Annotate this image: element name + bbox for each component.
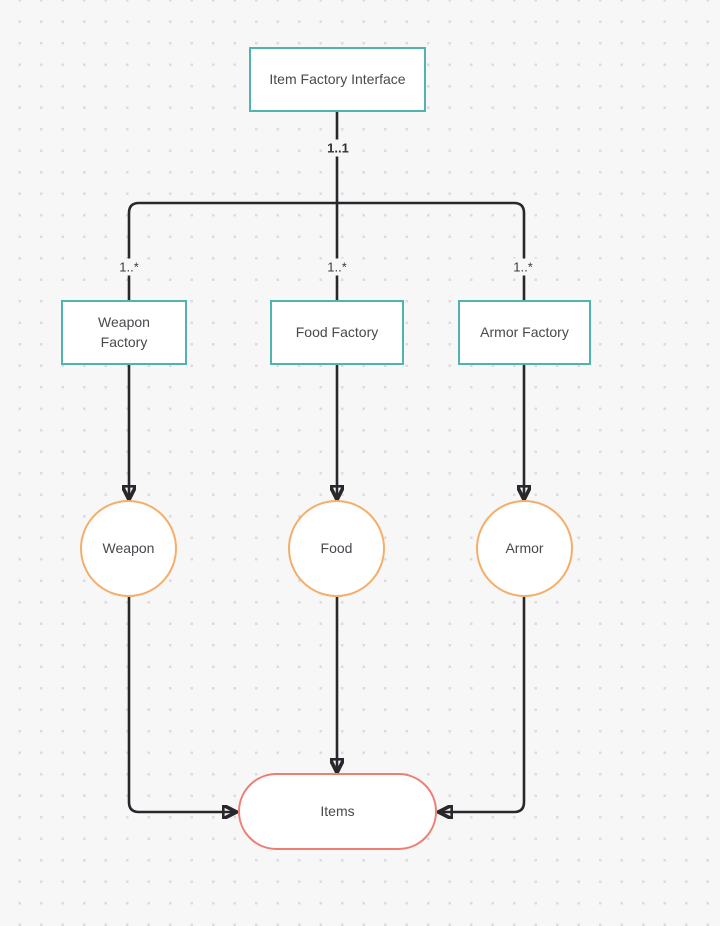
- node-food-factory-label: Food Factory: [295, 323, 379, 340]
- edge-label-armor-multiplicity: 1..*: [509, 258, 537, 276]
- node-weapon-label: Weapon: [102, 539, 155, 556]
- edge-armor-to-items: [441, 597, 526, 812]
- node-food-factory[interactable]: Food Factory: [270, 300, 404, 365]
- edge-label-root-multiplicity: 1..1: [323, 139, 353, 157]
- edge-label-food-multiplicity: 1..*: [323, 258, 351, 276]
- node-item-factory-interface-label: Item Factory Interface: [269, 70, 406, 87]
- node-armor-label: Armor: [505, 539, 544, 556]
- node-weapon-factory-label: Weapon Factory: [98, 313, 150, 350]
- edge-label-weapon-multiplicity: 1..*: [115, 258, 143, 276]
- node-food-label: Food: [320, 539, 353, 556]
- node-armor-factory[interactable]: Armor Factory: [458, 300, 591, 365]
- node-items-label: Items: [320, 802, 355, 819]
- node-weapon[interactable]: Weapon: [80, 500, 177, 597]
- node-weapon-factory[interactable]: Weapon Factory: [61, 300, 187, 365]
- node-item-factory-interface[interactable]: Item Factory Interface: [249, 47, 426, 112]
- edge-interface-to-armor-factory: [337, 201, 526, 300]
- node-armor-factory-label: Armor Factory: [480, 323, 569, 340]
- node-armor[interactable]: Armor: [476, 500, 573, 597]
- node-items[interactable]: Items: [238, 773, 437, 850]
- node-food[interactable]: Food: [288, 500, 385, 597]
- edge-interface-to-weapon-factory: [127, 201, 337, 300]
- edge-weapon-to-items: [127, 597, 234, 812]
